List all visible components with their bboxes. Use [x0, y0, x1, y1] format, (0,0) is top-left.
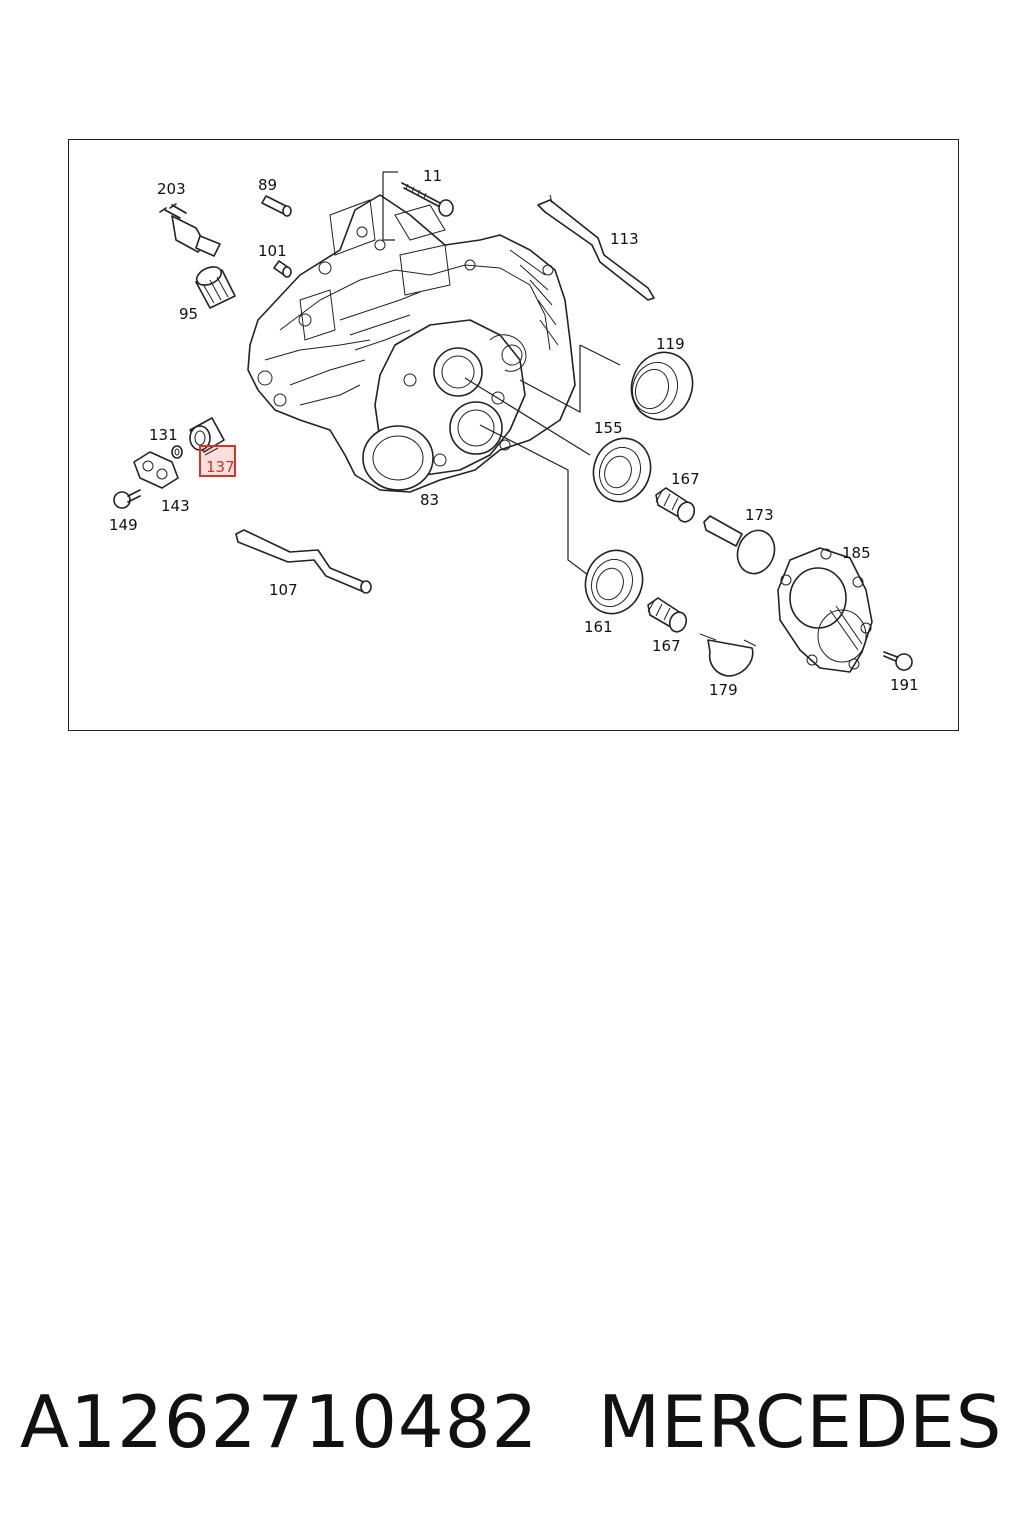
part-161-bearing — [584, 549, 644, 615]
callout-185[interactable]: 185 — [842, 544, 871, 562]
part-167-plug-upper — [655, 487, 696, 523]
part-155-bearing — [592, 437, 652, 503]
brand-name: MERCEDES — [598, 1380, 1003, 1464]
part-89-dowel-pin — [261, 195, 292, 217]
callout-191[interactable]: 191 — [890, 676, 919, 694]
transmission-housing — [247, 194, 576, 493]
callout-89[interactable]: 89 — [258, 176, 277, 194]
part-101-dowel-pin — [273, 260, 292, 278]
part-131-o-ring — [171, 445, 183, 459]
callout-203[interactable]: 203 — [157, 180, 186, 198]
callout-155[interactable]: 155 — [594, 419, 623, 437]
callout-137[interactable]: 137 — [206, 458, 235, 476]
part-167-plug-lower — [647, 597, 688, 633]
part-203-switch-sensor — [159, 203, 221, 257]
callout-143[interactable]: 143 — [161, 497, 190, 515]
callout-149[interactable]: 149 — [109, 516, 138, 534]
callout-95[interactable]: 95 — [179, 305, 198, 323]
part-179-shim — [699, 633, 757, 677]
callout-labels: 11 89 203 101 95 113 119 131 137 143 149… — [109, 167, 919, 699]
part-149-bolt — [113, 489, 141, 509]
part-173-shaft — [703, 515, 776, 575]
callout-11[interactable]: 11 — [423, 167, 442, 185]
part-11-bolt — [401, 182, 454, 217]
part-119-shaft-seal — [630, 351, 694, 421]
diagram-frame — [68, 139, 959, 731]
callout-113[interactable]: 113 — [610, 230, 639, 248]
part-137-sleeve — [189, 417, 225, 453]
callout-167-upper[interactable]: 167 — [671, 470, 700, 488]
callout-83[interactable]: 83 — [420, 491, 439, 509]
callout-119[interactable]: 119 — [656, 335, 685, 353]
part-113-shift-rod — [537, 194, 655, 301]
footer: A1262710482 MERCEDES — [0, 1372, 1024, 1472]
part-191-bolt — [883, 651, 913, 671]
part-number: A1262710482 — [20, 1380, 539, 1464]
callout-179[interactable]: 179 — [709, 681, 738, 699]
leader-lines — [204, 171, 621, 576]
part-143-flange-plate — [133, 451, 179, 489]
callout-107[interactable]: 107 — [269, 581, 298, 599]
callout-161[interactable]: 161 — [584, 618, 613, 636]
highlighted-part-box[interactable] — [199, 445, 236, 477]
callout-101[interactable]: 101 — [258, 242, 287, 260]
part-95-bushing — [195, 266, 236, 309]
part-185-cover — [777, 547, 873, 673]
callout-167-lower[interactable]: 167 — [652, 637, 681, 655]
callout-131[interactable]: 131 — [149, 426, 178, 444]
callout-173[interactable]: 173 — [745, 506, 774, 524]
part-107-shift-rod — [235, 529, 372, 594]
